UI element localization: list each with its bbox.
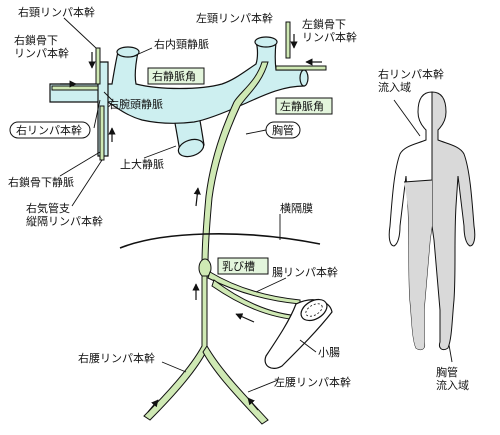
label-right-lumbar-trunk: 右腰リンパ本幹 [78, 351, 155, 365]
leader-right-subclavian-vein [59, 151, 101, 177]
leader-intestinal [255, 277, 287, 293]
label-right-subclavian-vein: 右鎖骨下静脈 [8, 175, 74, 189]
label-right-brachiocephalic-vein: 右腕頭静脈 [108, 97, 163, 111]
small-intestine-lumen [300, 298, 328, 322]
box-thoracic-duct: 胸管 [265, 121, 301, 139]
right-bronchomediastinal-trunk [99, 105, 105, 161]
leader-right-ijv [133, 47, 153, 57]
superior-vena-cava-opening [177, 138, 205, 158]
svg-text:右静脈角: 右静脈角 [152, 69, 196, 83]
label-right-jugular-trunk: 右頸リンパ本幹 [18, 5, 95, 19]
leader-lines [59, 17, 453, 393]
svg-text:左静脈角: 左静脈角 [280, 99, 324, 113]
leader-right-drainage [393, 99, 421, 137]
right-lumbar-trunk [143, 275, 208, 421]
right-internal-jugular-opening [116, 46, 140, 58]
label-small-intestine: 小腸 [318, 346, 340, 359]
venous-system [49, 36, 309, 158]
label-diaphragm: 横隔膜 [280, 201, 313, 215]
leader-left-lumbar [247, 379, 279, 393]
left-internal-jugular-opening [254, 36, 278, 48]
label-intestinal-trunk: 腸リンパ本幹 [272, 265, 338, 279]
left-subclavian-opening [299, 69, 309, 87]
human-body-figure [388, 91, 476, 351]
leader-svc [143, 145, 177, 159]
leader-small-intestine [299, 339, 317, 353]
label-left-jugular-trunk: 左頸リンパ本幹 [196, 11, 273, 25]
arrow-right-lumbar [147, 399, 159, 413]
body-outline-left-half [431, 91, 476, 351]
leader-right-brachio [103, 91, 115, 103]
label-thoracic-duct-drainage-area: 胸管流入域 [436, 365, 469, 392]
label-right-subclavian-trunk: 右鎖骨下リンパ本幹 [14, 33, 69, 60]
right-subclavian-trunk [51, 85, 99, 91]
label-left-lumbar-trunk: 左腰リンパ本幹 [274, 375, 351, 389]
left-subclavian-trunk [275, 65, 327, 71]
body-shaded-lower-right [404, 180, 432, 350]
box-cisterna-chyli: 乳び槽 [217, 257, 269, 275]
leader-thoracic-duct [245, 129, 267, 135]
svg-text:右リンパ本幹: 右リンパ本幹 [16, 123, 82, 137]
leader-bronchomed [71, 159, 103, 207]
flow-arrows [60, 34, 322, 413]
leader-right-jugular [63, 17, 97, 49]
svg-text:胸管: 胸管 [272, 123, 294, 137]
left-lumbar-trunk [202, 345, 269, 425]
box-left-venous-angle: 左静脈角 [275, 97, 333, 115]
label-right-bronchomediastinal-trunk: 右気管支縦隔リンパ本幹 [26, 201, 103, 228]
labels: 右頸リンパ本幹 右鎖骨下リンパ本幹 右内頸静脈 右静脈角 右腕頭静脈 右リンパ本… [8, 5, 469, 392]
label-right-lymph-drainage-area: 右リンパ本幹流入域 [378, 67, 444, 94]
label-right-internal-jugular-vein: 右内頸静脈 [154, 37, 209, 51]
right-jugular-trunk [95, 47, 101, 85]
label-left-subclavian-trunk: 左鎖骨下リンパ本幹 [302, 17, 357, 44]
left-jugular-trunk [285, 21, 291, 59]
body-right-upper-boundary [403, 92, 433, 183]
diaphragm [119, 233, 321, 249]
svg-text:乳び槽: 乳び槽 [222, 260, 255, 273]
leader-right-lumbar [161, 361, 187, 373]
small-intestine [264, 298, 333, 369]
leader-right-lymph-duct [93, 99, 101, 129]
arrow-thoracic-duct [193, 187, 201, 207]
arrow-intestinal [235, 313, 255, 323]
label-superior-vena-cava: 上大静脈 [120, 157, 164, 171]
small-intestine-lumen-inner [305, 303, 323, 317]
box-right-lymphatic-duct: 右リンパ本幹 [9, 121, 91, 139]
box-right-venous-angle: 右静脈角 [147, 67, 205, 85]
arrow-left-lumbar [247, 397, 259, 411]
